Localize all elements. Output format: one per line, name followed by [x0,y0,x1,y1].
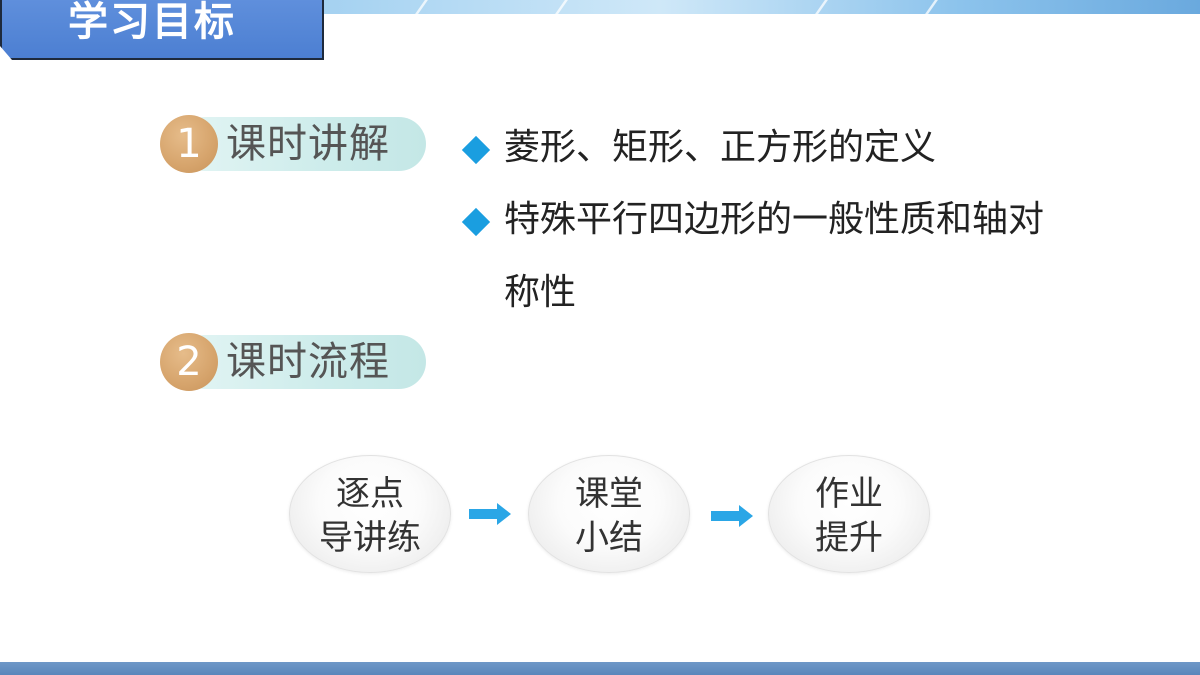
section-process: 2 课时流程 [160,333,426,391]
section-lecture: 1 课时讲解 [160,115,426,173]
section-pill [178,335,426,389]
flow-step-practice: 逐点 导讲练 [289,455,451,573]
flow-step-line: 课堂 [575,474,643,514]
page-title: 学习目标 [68,0,236,45]
flow-step-line: 作业 [815,474,883,514]
diamond-bullet-icon [461,135,491,165]
section-number: 1 [160,115,218,173]
flow-step-line: 逐点 [336,474,404,514]
flow-step-summary: 课堂 小结 [528,455,690,573]
bottom-decor-band [0,662,1200,675]
band-streak [415,0,428,14]
band-streak [925,0,938,14]
flow-step-line: 导讲练 [319,518,421,558]
section-label: 课时流程 [226,339,390,385]
section-pill [178,117,426,171]
band-streak [815,0,828,14]
section-label: 课时讲解 [226,121,390,167]
flow-step-line: 提升 [815,518,883,558]
flow-step-line: 小结 [575,518,643,558]
bullet-text-continued: 称性 [504,272,577,313]
right-arrow-icon [711,505,753,527]
bullet-text: 特殊平行四边形的一般性质和轴对 [504,199,1045,240]
section-number: 2 [160,333,218,391]
title-tab: 学习目标 [0,0,324,60]
diamond-bullet-icon [461,207,491,237]
right-arrow-icon [469,503,511,525]
flow-step-homework: 作业 提升 [768,455,930,573]
band-streak [555,0,568,14]
bullet-text: 菱形、矩形、正方形的定义 [504,127,937,168]
